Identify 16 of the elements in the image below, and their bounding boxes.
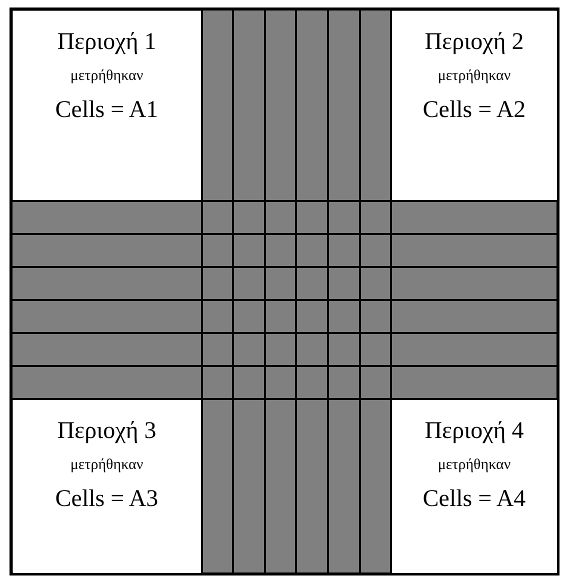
region-title: Περιοχή 2: [424, 28, 524, 54]
region-title: Περιοχή 4: [424, 418, 524, 444]
region-title: Περιοχή 3: [57, 418, 156, 444]
region-panel: [12, 400, 201, 572]
measured-note: μετρήθηκαν: [438, 66, 511, 84]
region-panel: [392, 10, 556, 200]
region-panel: [392, 400, 556, 572]
cell-count: Cells = A2: [422, 96, 526, 122]
region-panel: [12, 10, 201, 200]
measured-note: μετρήθηκαν: [70, 66, 144, 84]
cell-count: Cells = A3: [55, 486, 158, 512]
measured-note: μετρήθηκαν: [438, 456, 511, 474]
cell-count: Cells = A4: [422, 486, 526, 512]
cell-count: Cells = A1: [55, 96, 158, 122]
measured-note: μετρήθηκαν: [70, 456, 144, 474]
region-title: Περιοχή 1: [57, 28, 156, 54]
